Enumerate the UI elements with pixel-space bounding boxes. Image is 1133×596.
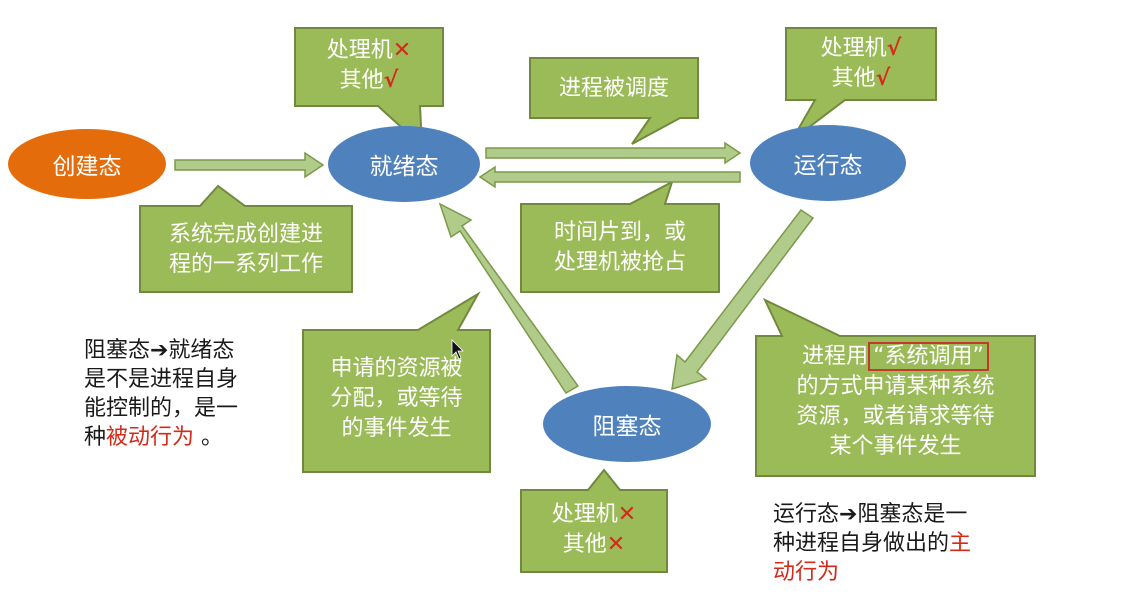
arrow-running-to-blocked	[671, 208, 815, 391]
cursor-icon	[451, 339, 464, 360]
callout-resource-granted	[302, 291, 491, 473]
note-running-to-blocked: 运行态➔阻塞态是一 种进程自身做出的主 动行为	[773, 502, 972, 585]
callout-create-done	[139, 184, 353, 293]
check-icon: √	[383, 68, 399, 93]
arrow-ready-to-running	[485, 141, 742, 165]
state-created-label: 创建态	[52, 154, 122, 180]
state-ready: 就绪态	[328, 126, 480, 202]
cross-icon: ✕	[606, 532, 626, 557]
preempt-text: 时间片到，或 处理机被抢占	[553, 220, 686, 275]
arrow-running-to-ready	[478, 165, 741, 189]
callout-scheduled	[529, 57, 699, 145]
scheduled-text: 进程被调度	[558, 76, 669, 101]
cross-icon: ✕	[617, 502, 637, 527]
state-running: 运行态	[750, 125, 906, 201]
ready-resources-text: 处理机✕ 其他√	[326, 38, 412, 93]
callout-preempt	[520, 179, 720, 293]
syscall-highlight: “系统调用”	[868, 342, 989, 371]
check-icon: √	[875, 66, 891, 91]
note-blocked-to-ready: 阻塞态➔就绪态 是不是进程自身 能控制的，是一 种被动行为 。	[84, 338, 239, 450]
state-created: 创建态	[8, 129, 166, 199]
running-resources-text: 处理机√ 其他√	[820, 36, 902, 91]
create-done-text: 系统完成创建进 程的一系列工作	[168, 222, 323, 277]
arrow-blocked-to-ready	[438, 202, 580, 395]
callout-blocked-resources	[520, 468, 668, 573]
check-icon: √	[886, 36, 902, 61]
resource-granted-text: 申请的资源被 分配，或等待 的事件发生	[330, 356, 463, 441]
cross-icon: ✕	[392, 38, 412, 63]
callout-syscall	[755, 297, 1036, 477]
state-ready-label: 就绪态	[369, 154, 439, 180]
state-blocked: 阻塞态	[543, 386, 711, 462]
arrow-created-to-ready	[174, 151, 325, 179]
callout-running-resources	[785, 27, 937, 141]
blocked-resources-text: 处理机✕ 其他✕	[551, 502, 637, 557]
state-blocked-label: 阻塞态	[592, 414, 662, 440]
syscall-text: 进程用“系统调用” 的方式申请某种系统 资源，或者请求等待 某个事件发生	[796, 342, 995, 459]
state-running-label: 运行态	[793, 153, 863, 179]
